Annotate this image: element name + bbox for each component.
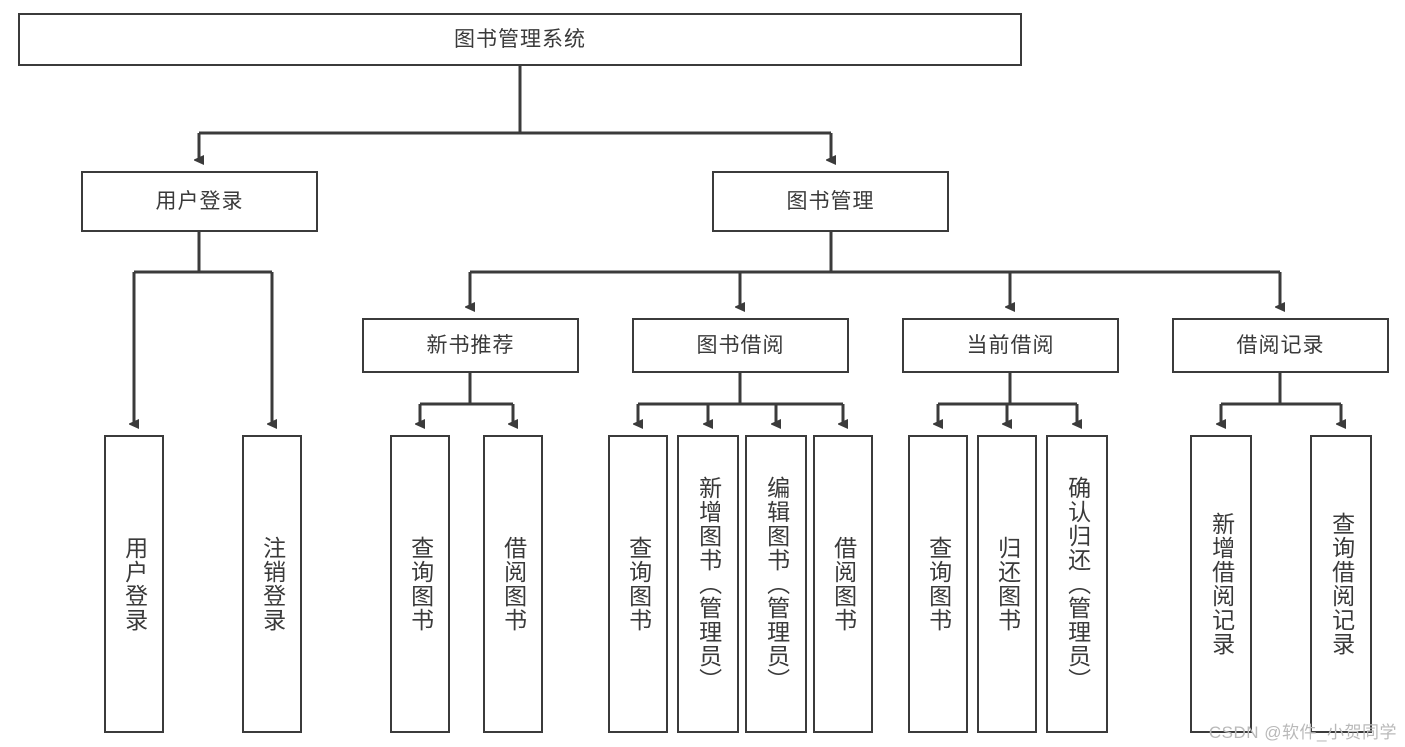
node-leaf-query-book-1-label: 查询图书 [407, 536, 434, 632]
node-leaf-user-login-label: 用户登录 [121, 536, 148, 632]
node-leaf-borrow-book-1-label: 借阅图书 [500, 536, 527, 632]
node-leaf-edit-book-label: 编辑图书（管理员） [763, 476, 790, 692]
node-borrow-record-label: 借阅记录 [1236, 333, 1325, 357]
node-leaf-borrow-book-2-label: 借阅图书 [830, 536, 857, 632]
node-borrow-record[interactable]: 借阅记录 [1172, 318, 1389, 373]
node-leaf-add-book-label: 新增图书（管理员） [695, 476, 722, 692]
node-leaf-return-book-label: 归还图书 [994, 536, 1021, 632]
node-leaf-logout[interactable]: 注销登录 [242, 435, 302, 733]
node-book-manage[interactable]: 图书管理 [712, 171, 949, 232]
node-leaf-return-book[interactable]: 归还图书 [977, 435, 1037, 733]
node-leaf-edit-book[interactable]: 编辑图书（管理员） [745, 435, 807, 733]
node-leaf-query-book-2[interactable]: 查询图书 [608, 435, 668, 733]
node-current-borrow[interactable]: 当前借阅 [902, 318, 1119, 373]
node-new-book-recommend-label: 新书推荐 [426, 333, 515, 357]
node-leaf-query-book-3[interactable]: 查询图书 [908, 435, 968, 733]
node-leaf-borrow-book-2[interactable]: 借阅图书 [813, 435, 873, 733]
node-leaf-logout-label: 注销登录 [259, 536, 286, 632]
node-new-book-recommend[interactable]: 新书推荐 [362, 318, 579, 373]
node-leaf-query-book-2-label: 查询图书 [625, 536, 652, 632]
node-book-borrow-label: 图书借阅 [696, 333, 785, 357]
node-leaf-query-record[interactable]: 查询借阅记录 [1310, 435, 1372, 733]
node-user-login-label: 用户登录 [155, 189, 244, 213]
node-leaf-user-login[interactable]: 用户登录 [104, 435, 164, 733]
node-root-label: 图书管理系统 [454, 27, 586, 51]
node-leaf-add-record[interactable]: 新增借阅记录 [1190, 435, 1252, 733]
node-leaf-query-book-1[interactable]: 查询图书 [390, 435, 450, 733]
node-leaf-confirm-return-label: 确认归还（管理员） [1064, 476, 1091, 692]
node-leaf-confirm-return[interactable]: 确认归还（管理员） [1046, 435, 1108, 733]
node-leaf-borrow-book-1[interactable]: 借阅图书 [483, 435, 543, 733]
node-book-borrow[interactable]: 图书借阅 [632, 318, 849, 373]
node-leaf-query-book-3-label: 查询图书 [925, 536, 952, 632]
node-user-login[interactable]: 用户登录 [81, 171, 318, 232]
node-root[interactable]: 图书管理系统 [18, 13, 1022, 66]
node-book-manage-label: 图书管理 [786, 189, 875, 213]
node-leaf-query-record-label: 查询借阅记录 [1328, 512, 1355, 656]
node-current-borrow-label: 当前借阅 [966, 333, 1055, 357]
node-leaf-add-book[interactable]: 新增图书（管理员） [677, 435, 739, 733]
csdn-watermark: CSDN @软件_小贺同学 [1208, 723, 1397, 742]
node-leaf-add-record-label: 新增借阅记录 [1208, 512, 1235, 656]
